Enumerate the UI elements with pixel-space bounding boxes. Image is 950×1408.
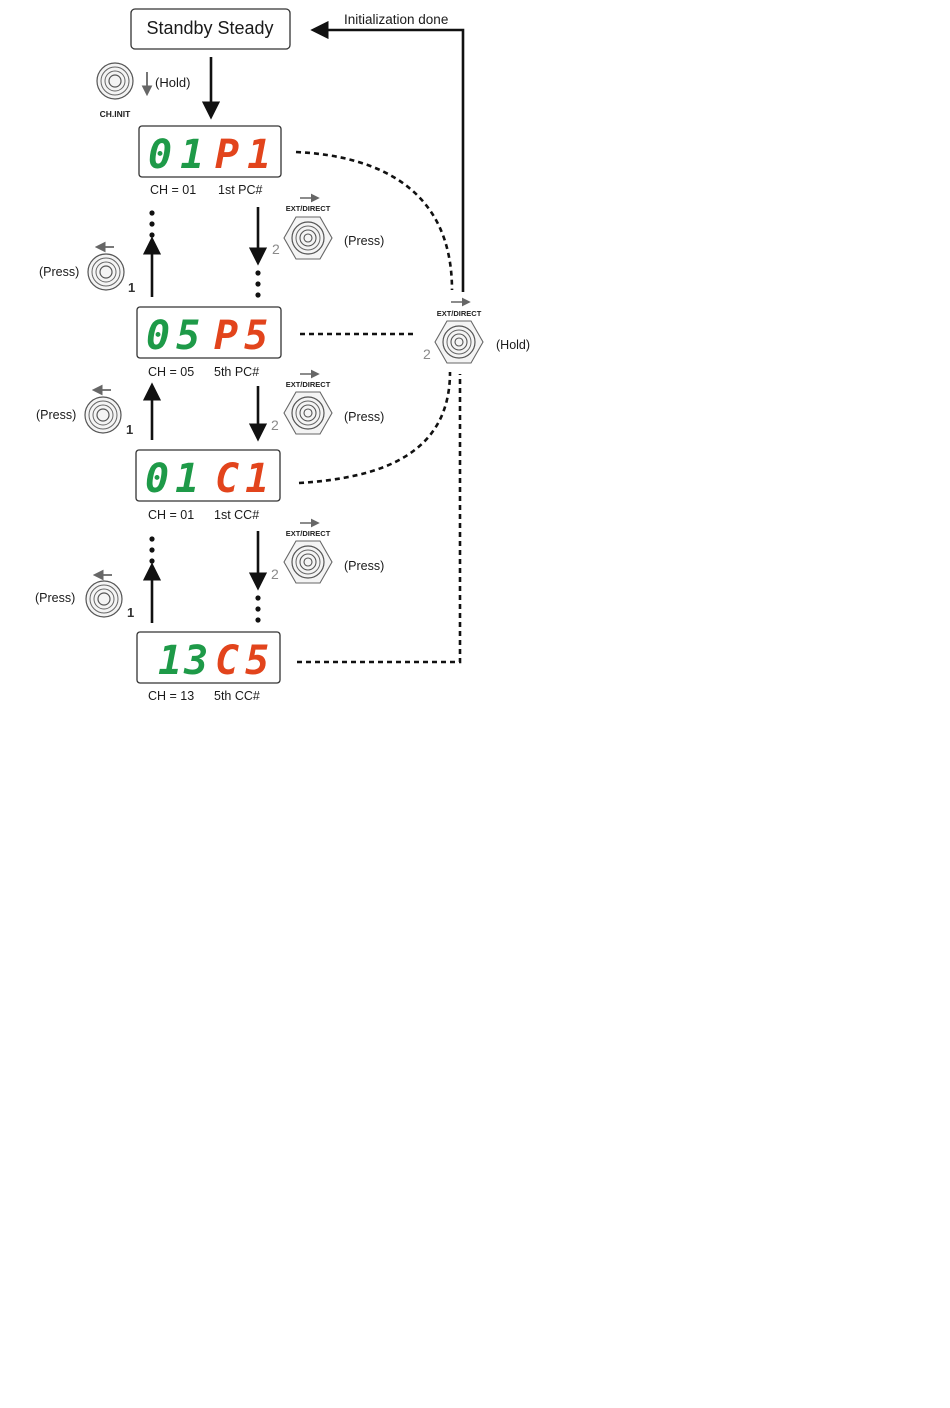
ext-direct-3-label: EXT/DIRECT [286, 529, 331, 538]
continuation-dots-up-1 [149, 210, 154, 237]
ext-direct-hold-label: EXT/DIRECT [437, 309, 482, 318]
display-2-channel-caption: CH = 05 [148, 365, 194, 379]
display-4-channel: 13 [158, 638, 210, 684]
left-knob-3-action: (Press) [35, 591, 75, 605]
display-3-mode-caption: 1st CC# [214, 508, 259, 522]
display-2-mode-caption: 5th PC# [214, 365, 259, 379]
left-knob-2-step: 1 [126, 422, 133, 437]
display-4: 13 C5 [137, 632, 280, 684]
continuation-dots-1 [255, 270, 260, 297]
display-4-mode: C5 [215, 638, 275, 684]
ch-init-action: (Hold) [155, 75, 190, 90]
display-4-mode-caption: 5th CC# [214, 689, 260, 703]
ext-direct-2-action: (Press) [344, 410, 384, 424]
ext-direct-1-action: (Press) [344, 234, 384, 248]
ext-direct-2-label: EXT/DIRECT [286, 380, 331, 389]
left-knob-1-icon[interactable] [88, 254, 124, 290]
display-1-mode: P1 [215, 132, 279, 178]
init-done-label: Initialization done [344, 12, 448, 27]
ext-direct-3-action: (Press) [344, 559, 384, 573]
ext-direct-hold-action: (Hold) [496, 338, 530, 352]
left-knob-3-step: 1 [127, 605, 134, 620]
display-4-channel-caption: CH = 13 [148, 689, 194, 703]
display-3-channel-caption: CH = 01 [148, 508, 194, 522]
ext-direct-hold-knob-icon[interactable] [435, 321, 483, 363]
display-3: 01 C1 [136, 450, 280, 502]
ext-direct-2-step: 2 [271, 417, 279, 433]
left-knob-1-step: 1 [128, 280, 135, 295]
ext-direct-knob-3-icon[interactable] [284, 541, 332, 583]
ext-direct-knob-1-icon[interactable] [284, 217, 332, 259]
continuation-dots-up-3 [149, 536, 154, 563]
ch-init-label: CH.INIT [100, 109, 132, 119]
display-1-channel: 01 [148, 132, 212, 178]
ext-direct-knob-2-icon[interactable] [284, 392, 332, 434]
display-1-channel-caption: CH = 01 [150, 183, 196, 197]
ch-init-knob-icon[interactable] [97, 63, 133, 99]
continuation-dots-3 [255, 595, 260, 622]
display-3-mode: C1 [215, 456, 275, 502]
display-1-mode-caption: 1st PC# [218, 183, 263, 197]
init-done-arrow [314, 30, 463, 292]
left-knob-2-icon[interactable] [85, 397, 121, 433]
display-2: 05 P5 [137, 307, 281, 359]
display-3-channel: 01 [145, 456, 205, 502]
ext-direct-3-step: 2 [271, 566, 279, 582]
left-knob-3-icon[interactable] [86, 581, 122, 617]
left-knob-1-action: (Press) [39, 265, 79, 279]
ext-direct-1-step: 2 [272, 241, 280, 257]
left-knob-2-action: (Press) [36, 408, 76, 422]
display-1: 01 P1 [139, 126, 281, 178]
ext-direct-1-label: EXT/DIRECT [286, 204, 331, 213]
ext-direct-hold-step: 2 [423, 346, 431, 362]
display-2-mode: P5 [214, 313, 274, 359]
display-2-channel: 05 [146, 313, 206, 359]
standby-label: Standby Steady [146, 18, 273, 38]
